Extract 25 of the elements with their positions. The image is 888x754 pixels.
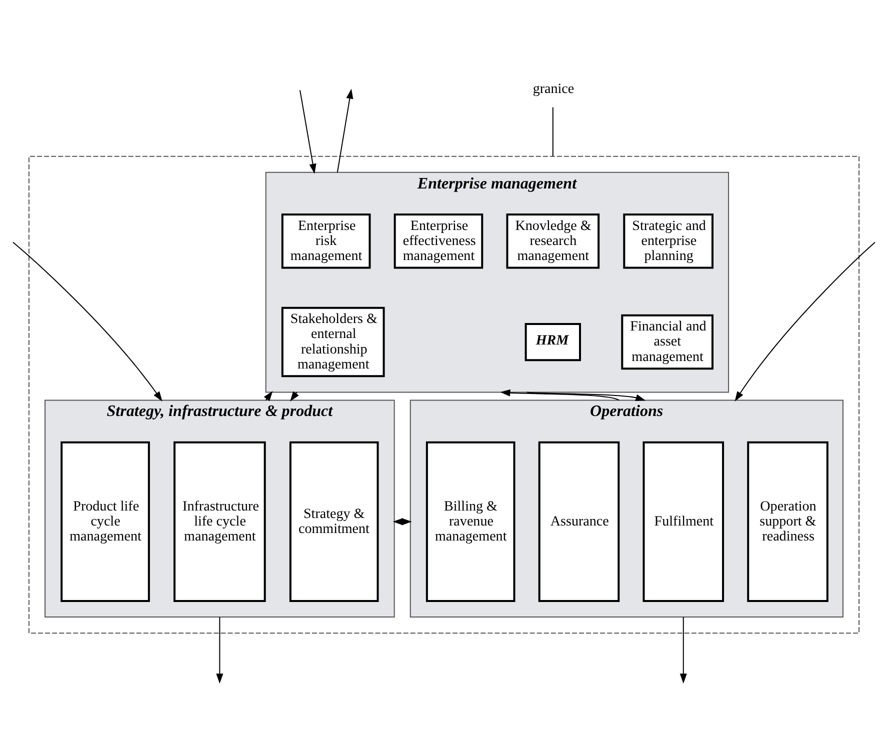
node-box: Infrastructure life cycle management	[174, 441, 266, 602]
cluster	[28, 156, 860, 634]
node-box: Operation support & readiness	[747, 441, 828, 602]
arrow	[300, 90, 316, 174]
arrow	[216, 617, 224, 684]
node-box: Stakeholders & enternal relationship management	[281, 306, 385, 378]
node-box: Product life cycle management	[60, 441, 150, 602]
node-box: Financial and asset management	[621, 314, 714, 370]
node-box: Enterprise risk management	[281, 214, 371, 269]
node-box: Billing & ravenue management	[426, 441, 516, 602]
node-box: Knovledge & research management	[506, 214, 600, 269]
arrow	[734, 242, 876, 402]
arrow	[12, 242, 162, 402]
arrow	[500, 389, 620, 401]
node-text: granice	[532, 80, 574, 97]
connector	[552, 107, 554, 156]
node-box: Strategic and enterprise planning	[623, 214, 714, 269]
node-box: Enterprise effectiveness management	[394, 214, 484, 269]
arrow	[336, 88, 354, 172]
node-box: HRM	[524, 322, 581, 362]
node-box: Assurance	[538, 441, 620, 602]
arrow	[680, 617, 687, 684]
node-box: Strategy & commitment	[289, 441, 379, 602]
node-box: Fulfilment	[642, 441, 724, 602]
arrow	[526, 392, 646, 402]
